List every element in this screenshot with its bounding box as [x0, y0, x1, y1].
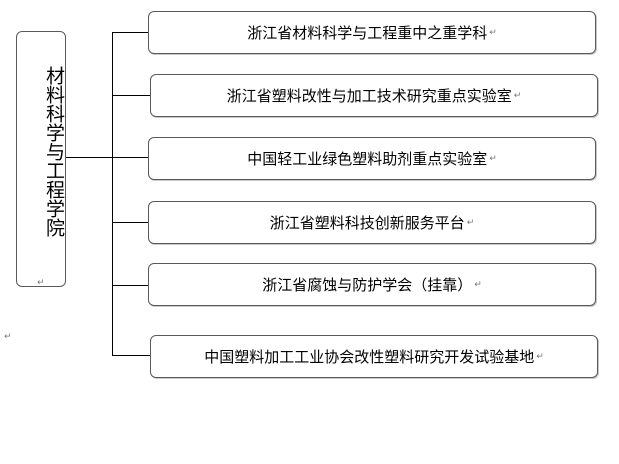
root-connector	[66, 157, 112, 158]
paragraph-mark: ↵	[536, 351, 544, 362]
child-node: 中国轻工业绿色塑料助剂重点实验室↵	[148, 137, 596, 180]
paragraph-mark: ↵	[513, 90, 522, 101]
child-node-label: 浙江省材料科学与工程重中之重学科	[247, 24, 488, 42]
child-node-label: 中国轻工业绿色塑料助剂重点实验室	[247, 150, 488, 168]
paragraph-mark: ↵	[37, 278, 45, 288]
trunk-line	[112, 32, 113, 355]
paragraph-mark: ↵	[466, 217, 475, 228]
child-node: 浙江省塑料改性与加工技术研究重点实验室↵	[150, 74, 598, 117]
child-node: 浙江省材料科学与工程重中之重学科↵	[148, 11, 596, 54]
paragraph-mark: ↵	[4, 332, 12, 342]
child-node: 浙江省塑料科技创新服务平台↵	[148, 201, 596, 244]
branch-line	[112, 32, 148, 33]
paragraph-mark: ↵	[474, 279, 482, 290]
branch-line	[112, 355, 150, 356]
branch-line	[112, 95, 150, 96]
root-label: 材料科学与工程学院	[43, 66, 65, 237]
child-node-label: 浙江省塑料改性与加工技术研究重点实验室	[226, 87, 512, 105]
paragraph-mark: ↵	[489, 153, 497, 164]
child-node: 中国塑料加工工业协会改性塑料研究开发试验基地↵	[150, 335, 598, 378]
child-node-label: 浙江省腐蚀与防护学会（挂靠）	[262, 276, 473, 294]
root-node: 材料科学与工程学院 ↵	[16, 31, 66, 288]
branch-line	[112, 285, 148, 286]
paragraph-mark: ↵	[489, 27, 497, 38]
child-node-label: 中国塑料加工工业协会改性塑料研究开发试验基地	[204, 348, 535, 366]
child-node-label: 浙江省塑料科技创新服务平台	[269, 214, 465, 232]
branch-line	[112, 157, 148, 158]
child-node: 浙江省腐蚀与防护学会（挂靠）↵	[148, 263, 596, 306]
branch-line	[112, 222, 148, 223]
